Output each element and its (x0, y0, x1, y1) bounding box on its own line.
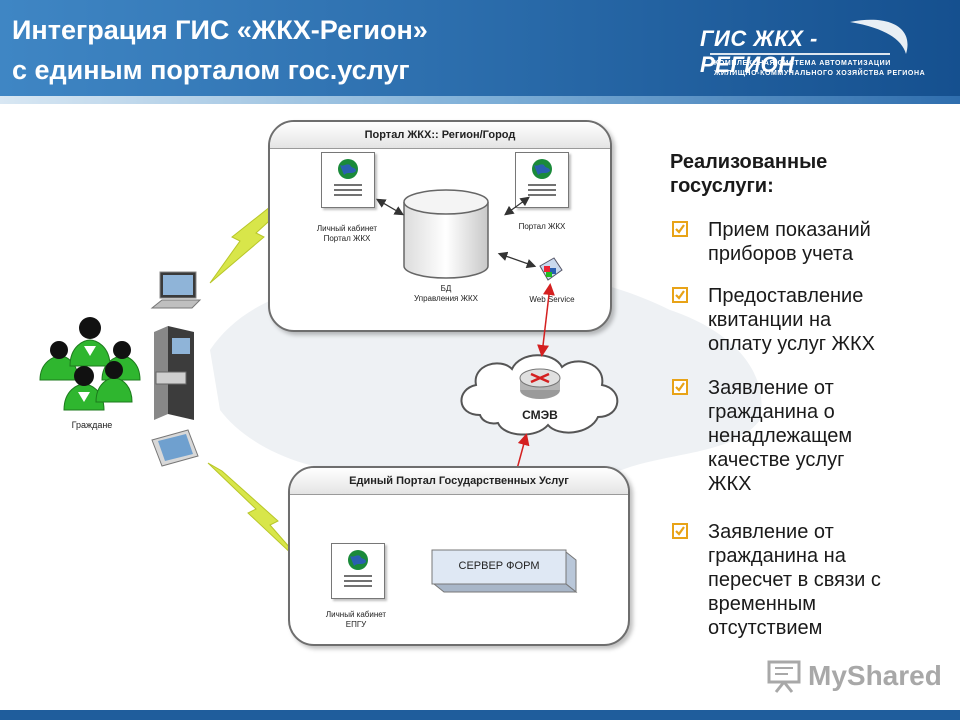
tablet-icon (151, 429, 199, 467)
service-item-4-text: Заявление от гражданина на пересчет в св… (708, 520, 938, 640)
lk-epgu-label: Личный кабинет ЕПГУ (314, 610, 398, 630)
db-label-line-1: БД (440, 284, 452, 293)
logo-swoosh-icon (710, 19, 908, 55)
kiosk-icon (154, 326, 194, 420)
services-heading-line-2: госуслуги: (670, 175, 774, 197)
lk-epgu-label-line-1: Личный кабинет (325, 610, 387, 619)
header-stripe (0, 96, 960, 104)
epgu-title: Единый Портал Государственных Услуг (290, 468, 628, 495)
service-item-2-text: Предоставление квитанции на оплату услуг… (708, 284, 938, 356)
lk-portal-doc-icon (321, 152, 375, 208)
web-service-icon (539, 257, 563, 281)
service-item-1-line-2: приборов учета (708, 243, 854, 265)
forms-server-label: СЕРВЕР ФОРМ (458, 560, 540, 572)
service-item-4-line-3: пересчет в связи с (708, 569, 881, 591)
globe-icon (344, 550, 372, 587)
forms-server-icon (431, 549, 578, 594)
lk-portal-label: Личный кабинет Портал ЖКХ (305, 224, 389, 244)
lk-epgu-label-line-2: ЕПГУ (345, 620, 367, 629)
portal-zhkh-title: Портал ЖКХ:: Регион/Город (270, 122, 610, 149)
service-item-3-line-5: ЖКХ (708, 473, 752, 495)
service-item-4-line-4: временным (708, 593, 816, 615)
smev-label: СМЭВ (522, 408, 558, 422)
lk-epgu-doc-icon (331, 543, 385, 599)
portal-arrows (375, 196, 537, 269)
logo-sub-line-1: КОМПЛЕКСНАЯ СИСТЕМА АВТОМАТИЗАЦИИ (714, 60, 891, 67)
checkbox-checked-icon (672, 287, 688, 303)
watermark: MyShared (766, 656, 942, 696)
globe-icon (528, 159, 556, 196)
services-heading: Реализованные госуслуги: (670, 150, 900, 198)
service-item-3-text: Заявление от гражданина о ненадлежащем к… (708, 376, 938, 496)
db-label-line-2: Управления ЖКХ (414, 294, 478, 303)
logo-sub-line-2: ЖИЛИЩНО-КОММУНАЛЬНОГО ХОЗЯЙСТВА РЕГИОНА (714, 70, 926, 77)
checkbox-checked-icon (672, 523, 688, 539)
checkbox-checked-icon (672, 379, 688, 395)
slide-title-line-2: с единым порталом гос.услуг (12, 55, 410, 85)
service-item-4-line-5: отсутствием (708, 617, 823, 639)
service-item-4-line-1: Заявление от (708, 521, 834, 543)
portal-zhkh-label: Портал ЖКХ (518, 222, 566, 231)
globe-icon (334, 159, 362, 196)
service-item-1-text: Прием показаний приборов учета (708, 218, 938, 266)
service-item-3-line-3: ненадлежащем (708, 425, 853, 447)
slide-title: Интеграция ГИС «ЖКХ-Регион» с единым пор… (12, 10, 428, 90)
db-label: БД Управления ЖКХ (396, 284, 496, 304)
presentation-board-icon (767, 660, 801, 693)
slide-header: Интеграция ГИС «ЖКХ-Регион» с единым пор… (0, 0, 960, 96)
service-item-4-line-2: гражданина на (708, 545, 846, 567)
slide-title-line-1: Интеграция ГИС «ЖКХ-Регион» (12, 15, 428, 45)
service-item-3-line-2: гражданина о (708, 401, 835, 423)
checkbox-checked-icon (672, 221, 688, 237)
service-item-1-line-1: Прием показаний (708, 219, 871, 241)
citizens-group-icon (39, 317, 141, 411)
service-item-3-line-4: качестве услуг (708, 449, 845, 471)
laptop-icon (150, 271, 202, 309)
lk-portal-label-line-1: Личный кабинет (316, 224, 378, 233)
watermark-text: MyShared (808, 660, 942, 691)
router-icon (519, 368, 561, 399)
portal-zhkh-doc-icon (515, 152, 569, 208)
logo-main-text: ГИС ЖКХ - РЕГИОН (700, 26, 818, 77)
services-heading-line-1: Реализованные (670, 151, 828, 173)
service-item-2-line-2: квитанции на (708, 309, 832, 331)
database-icon (403, 189, 489, 279)
service-item-2-line-3: оплату услуг ЖКХ (708, 333, 876, 355)
service-item-2-line-1: Предоставление (708, 285, 864, 307)
gis-logo: ГИС ЖКХ - РЕГИОН КОМПЛЕКСНАЯ СИСТЕМА АВТ… (700, 14, 925, 88)
citizens-label: Граждане (71, 420, 113, 430)
lk-portal-label-line-2: Портал ЖКХ (323, 234, 371, 243)
service-item-3-line-1: Заявление от (708, 377, 834, 399)
footer-band (0, 710, 960, 720)
